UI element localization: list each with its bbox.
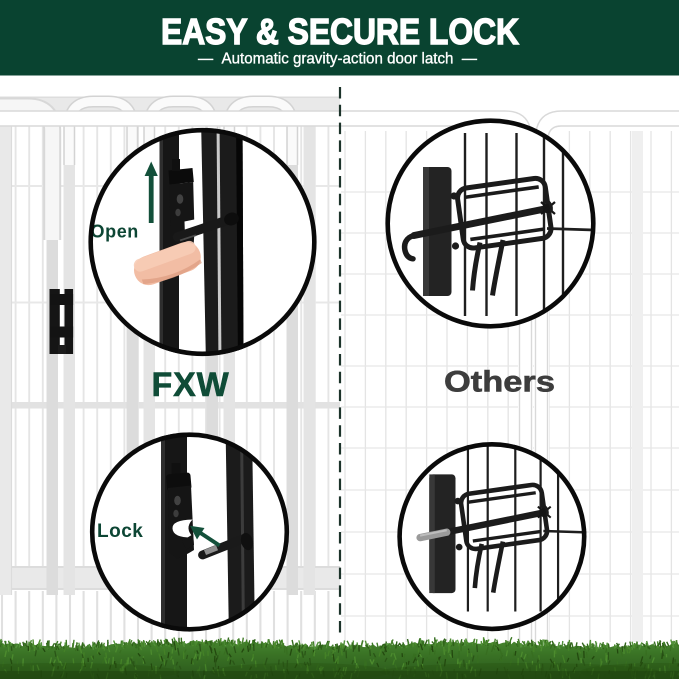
svg-text:EASY & SECURE LOCK: EASY & SECURE LOCK	[161, 11, 520, 52]
svg-text:Lock: Lock	[97, 521, 143, 542]
svg-text:FXW: FXW	[152, 366, 230, 404]
svg-text:Others: Others	[444, 366, 555, 399]
svg-text:Open: Open	[91, 222, 139, 242]
svg-text:— Automatic gravity-action do: — Automatic gravity-action door latch —	[198, 51, 477, 68]
